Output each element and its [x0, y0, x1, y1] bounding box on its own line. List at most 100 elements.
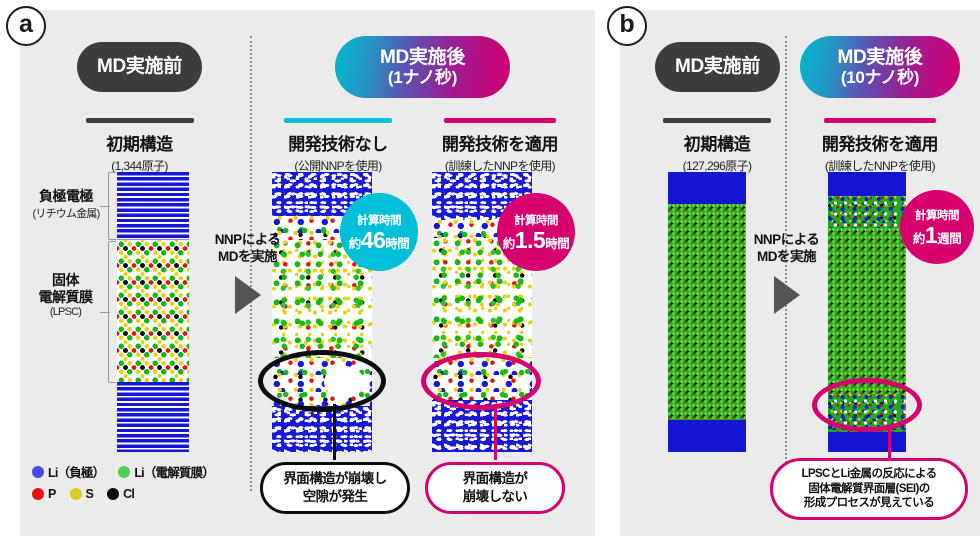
- head-rule: [663, 118, 771, 123]
- pill-label-line2: (1ナノ秒): [387, 68, 458, 88]
- legend-row-1: Li（負極） Li（電解質膜）: [32, 462, 232, 481]
- panel-a-structure-initial: [117, 172, 189, 452]
- atom-legend: Li（負極） Li（電解質膜） P S Cl: [32, 462, 232, 507]
- panel-a-column-head-applied: 開発技術を適用 (訓練したNNPを使用): [420, 118, 580, 174]
- li-metal-layer-top: [117, 172, 189, 240]
- pill-label: MD実施前: [674, 56, 761, 78]
- callout-line2: 固体電解質界面層(SEI)の: [808, 482, 930, 495]
- column-title: 開発技術を適用: [441, 135, 559, 154]
- badge-value-row: 約 1 週間: [912, 222, 962, 248]
- column-subtitle: (127,296原子): [682, 159, 752, 173]
- badge-value: 46: [360, 227, 386, 253]
- panel-b-column-head-initial: 初期構造 (127,296原子): [642, 118, 792, 174]
- arrow-triangle-icon: [773, 275, 800, 314]
- badge-value: 1: [924, 222, 938, 248]
- arrow-label-line1: NNPによる: [753, 232, 820, 247]
- pill-label-line1: MD実施後: [837, 46, 923, 68]
- panel-b-divider: [785, 36, 787, 491]
- legend-item-s: S: [69, 487, 94, 501]
- legend-item-li-electrolyte: Li（電解質膜）: [118, 462, 215, 481]
- head-rule: [284, 118, 392, 123]
- solid-electrolyte-layer: [668, 204, 746, 420]
- li-metal-disordered-bottom: [272, 406, 372, 452]
- side-label-sub: (リチウム金属): [32, 207, 101, 220]
- panel-b-callout-connector: [888, 428, 891, 464]
- column-title: 開発技術なし: [288, 135, 388, 154]
- panel-a-column-head-baseline: 開発技術なし (公開NNPを使用): [262, 118, 414, 174]
- side-label-main: 負極電極: [39, 188, 94, 204]
- solid-electrolyte-layer: [117, 240, 189, 382]
- badge-prefix: 約: [502, 237, 516, 251]
- badge-caption: 計算時間: [514, 215, 559, 227]
- li-metal-layer-bottom: [828, 432, 906, 452]
- column-subtitle: (訓練したNNPを使用): [444, 159, 556, 173]
- panel-a-side-label-anode: 負極電極 (リチウム金属): [20, 188, 112, 221]
- panel-a-process-arrow: NNPによる MDを実施: [196, 232, 299, 314]
- head-rule: [444, 118, 556, 123]
- arrow-label-line2: MDを実施: [218, 248, 278, 264]
- panel-a-side-label-electrolyte: 固体 電解質膜 (LPSC): [18, 272, 113, 318]
- badge-caption: 計算時間: [357, 215, 402, 227]
- panel-label-a: a: [6, 6, 46, 46]
- pill-label-line1: MD実施後: [379, 46, 466, 68]
- panel-a-pill-after: MD実施後 (1ナノ秒): [335, 36, 510, 98]
- column-title: 初期構造: [106, 135, 173, 154]
- badge-value: 1.5: [514, 227, 546, 253]
- legend-label: Li（電解質膜）: [134, 466, 215, 480]
- arrow-triangle-icon: [234, 275, 261, 314]
- column-title: 初期構造: [683, 135, 751, 154]
- legend-label: Li（負極）: [48, 466, 105, 480]
- legend-swatch-cl: [107, 488, 120, 500]
- panel-a-callout-baseline: 界面構造が崩壊し 空隙が発生: [260, 462, 410, 514]
- badge-value-row: 約 1.5 時間: [503, 229, 570, 252]
- callout-line2: 崩壊しない: [462, 489, 528, 504]
- legend-swatch-p: [32, 488, 44, 500]
- legend-label: Cl: [123, 487, 135, 501]
- legend-item-cl: Cl: [107, 487, 135, 501]
- callout-line3: 形成プロセスが見えている: [803, 497, 935, 510]
- panel-a-highlight-intact: [421, 352, 541, 410]
- legend-row-2: P S Cl: [32, 487, 232, 501]
- badge-unit: 週間: [937, 232, 962, 246]
- badge-unit: 時間: [545, 237, 570, 251]
- panel-b-process-arrow: NNPによる MDを実施: [735, 232, 838, 314]
- callout-line2: 空隙が発生: [302, 489, 368, 504]
- badge-unit: 時間: [385, 237, 410, 251]
- panel-a-pill-before: MD実施前: [77, 42, 202, 92]
- panel-b-callout-sei: LPSCとLi金属の反応による 固体電解質界面層(SEI)の 形成プロセスが見え…: [770, 458, 968, 520]
- bracket-tick-anode: [100, 206, 110, 207]
- callout-line1: 界面構造が崩壊し: [283, 471, 387, 487]
- pill-label-line2: (10ナノ秒): [840, 68, 920, 88]
- column-subtitle: (訓練したNNPを使用): [824, 159, 936, 173]
- panel-a-compute-time-baseline: 計算時間 約 46 時間: [340, 193, 418, 271]
- panel-a-callout-applied: 界面構造が 崩壊しない: [425, 462, 565, 514]
- legend-swatch-li-electrolyte: [118, 465, 131, 478]
- badge-value-row: 約 46 時間: [349, 229, 410, 252]
- badge-prefix: 約: [912, 232, 926, 246]
- callout-line1: LPSCとLi金属の反応による: [801, 467, 937, 480]
- panel-a-callout-connector-baseline: [333, 404, 336, 460]
- head-rule: [85, 118, 194, 123]
- side-label-main-line1: 固体: [52, 272, 80, 288]
- column-subtitle: (1,344原子): [111, 159, 168, 173]
- panel-b-compute-time: 計算時間 約 1 週間: [900, 190, 974, 264]
- panel-a-divider: [250, 36, 252, 491]
- panel-b-pill-before: MD実施前: [655, 42, 780, 92]
- column-title: 開発技術を適用: [821, 135, 939, 154]
- panel-a-column-head-initial: 初期構造 (1,344原子): [62, 118, 217, 174]
- head-rule: [824, 118, 936, 123]
- legend-swatch-s: [69, 488, 82, 500]
- arrow-label-line1: NNPによる: [214, 232, 281, 247]
- pill-label: MD実施前: [96, 56, 183, 78]
- legend-label: S: [85, 487, 94, 501]
- li-metal-layer-top: [828, 172, 906, 198]
- panel-b-structure-initial: [668, 172, 746, 452]
- solid-electrolyte-layer: [828, 228, 906, 398]
- panel-a-compute-time-applied: 計算時間 約 1.5 時間: [497, 193, 575, 271]
- badge-caption: 計算時間: [915, 210, 960, 222]
- panel-b-highlight-sei: [812, 378, 922, 432]
- li-metal-layer-top: [668, 172, 746, 204]
- panel-b-pill-after: MD実施後 (10ナノ秒): [800, 36, 960, 98]
- panel-label-b: b: [607, 6, 647, 46]
